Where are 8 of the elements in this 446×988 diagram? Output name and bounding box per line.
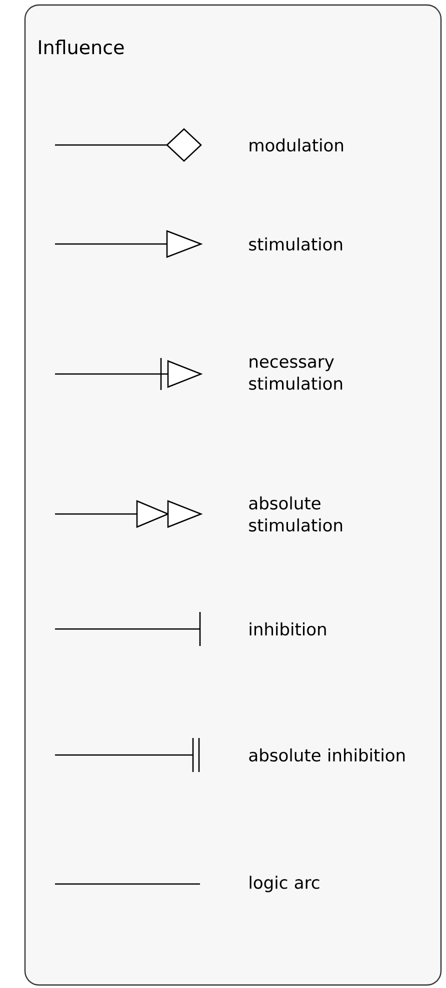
legend-title: Influence (39, 40, 124, 54)
legend-label: absolute stimulation (249, 496, 342, 532)
legend-label: inhibition (250, 622, 326, 636)
legend-label: necessary stimulation (249, 358, 342, 390)
legend-label: stimulation (249, 237, 342, 251)
legend-label: absolute inhibition (249, 748, 405, 762)
legend-label: modulation (250, 138, 343, 152)
legend-label: logic arc (250, 876, 320, 892)
